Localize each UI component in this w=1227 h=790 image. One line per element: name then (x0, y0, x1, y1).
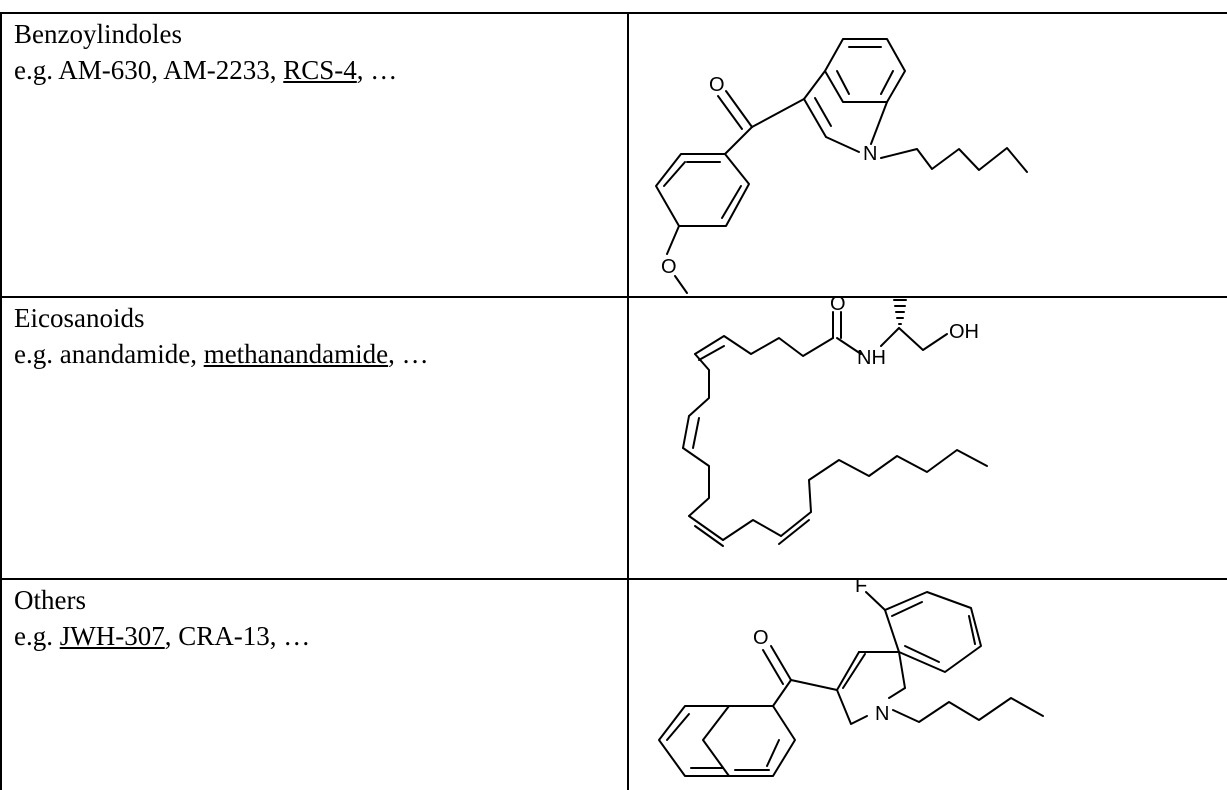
hydroxyl-label: OH (949, 321, 979, 343)
class-name: Benzoylindoles (14, 19, 182, 49)
example-cra-13: CRA-13 (178, 621, 270, 651)
eicosanoid-structure: O NH OH (682, 293, 988, 547)
nitrogen-atom-label: N (863, 143, 877, 165)
table-border-top (0, 12, 1227, 14)
oxygen-atom-label: O (830, 293, 846, 315)
column-divider (627, 12, 629, 790)
row-divider-1 (0, 296, 1227, 298)
examples-line: e.g. JWH-307, CRA-13, … (14, 621, 311, 651)
row-divider-2 (0, 578, 1227, 580)
example-methanandamide-link[interactable]: methanandamide (203, 339, 389, 369)
benzoylindole-structure: O N O (655, 38, 1028, 294)
other-structure: F O N (658, 575, 1044, 777)
class-name: Others (14, 585, 86, 615)
table-row-eicosanoids-text: Eicosanoids e.g. anandamide, methanandam… (14, 300, 429, 372)
example-jwh-307-link[interactable]: JWH-307 (59, 621, 165, 651)
nitrogen-atom-label: NH (857, 347, 886, 369)
example-anandamide: anandamide (59, 339, 191, 369)
examples-line: e.g. AM-630, AM-2233, RCS-4, … (14, 55, 398, 85)
nitrogen-atom-label: N (875, 703, 889, 725)
example-am-2233: AM-2233 (163, 55, 270, 85)
oxygen-atom-label: O (709, 74, 725, 96)
table-row-others-text: Others e.g. JWH-307, CRA-13, … (14, 582, 310, 654)
example-am-630: AM-630 (58, 55, 152, 85)
class-name: Eicosanoids (14, 303, 145, 333)
table-row-benzoylindoles-text: Benzoylindoles e.g. AM-630, AM-2233, RCS… (14, 16, 397, 88)
oxygen-atom-label: O (753, 627, 769, 649)
table-border-left (0, 12, 2, 790)
oxygen-atom-label: O (661, 256, 677, 278)
example-rcs-4-link[interactable]: RCS-4 (283, 55, 357, 85)
fluorine-atom-label: F (855, 575, 867, 597)
examples-line: e.g. anandamide, methanandamide, … (14, 339, 429, 369)
